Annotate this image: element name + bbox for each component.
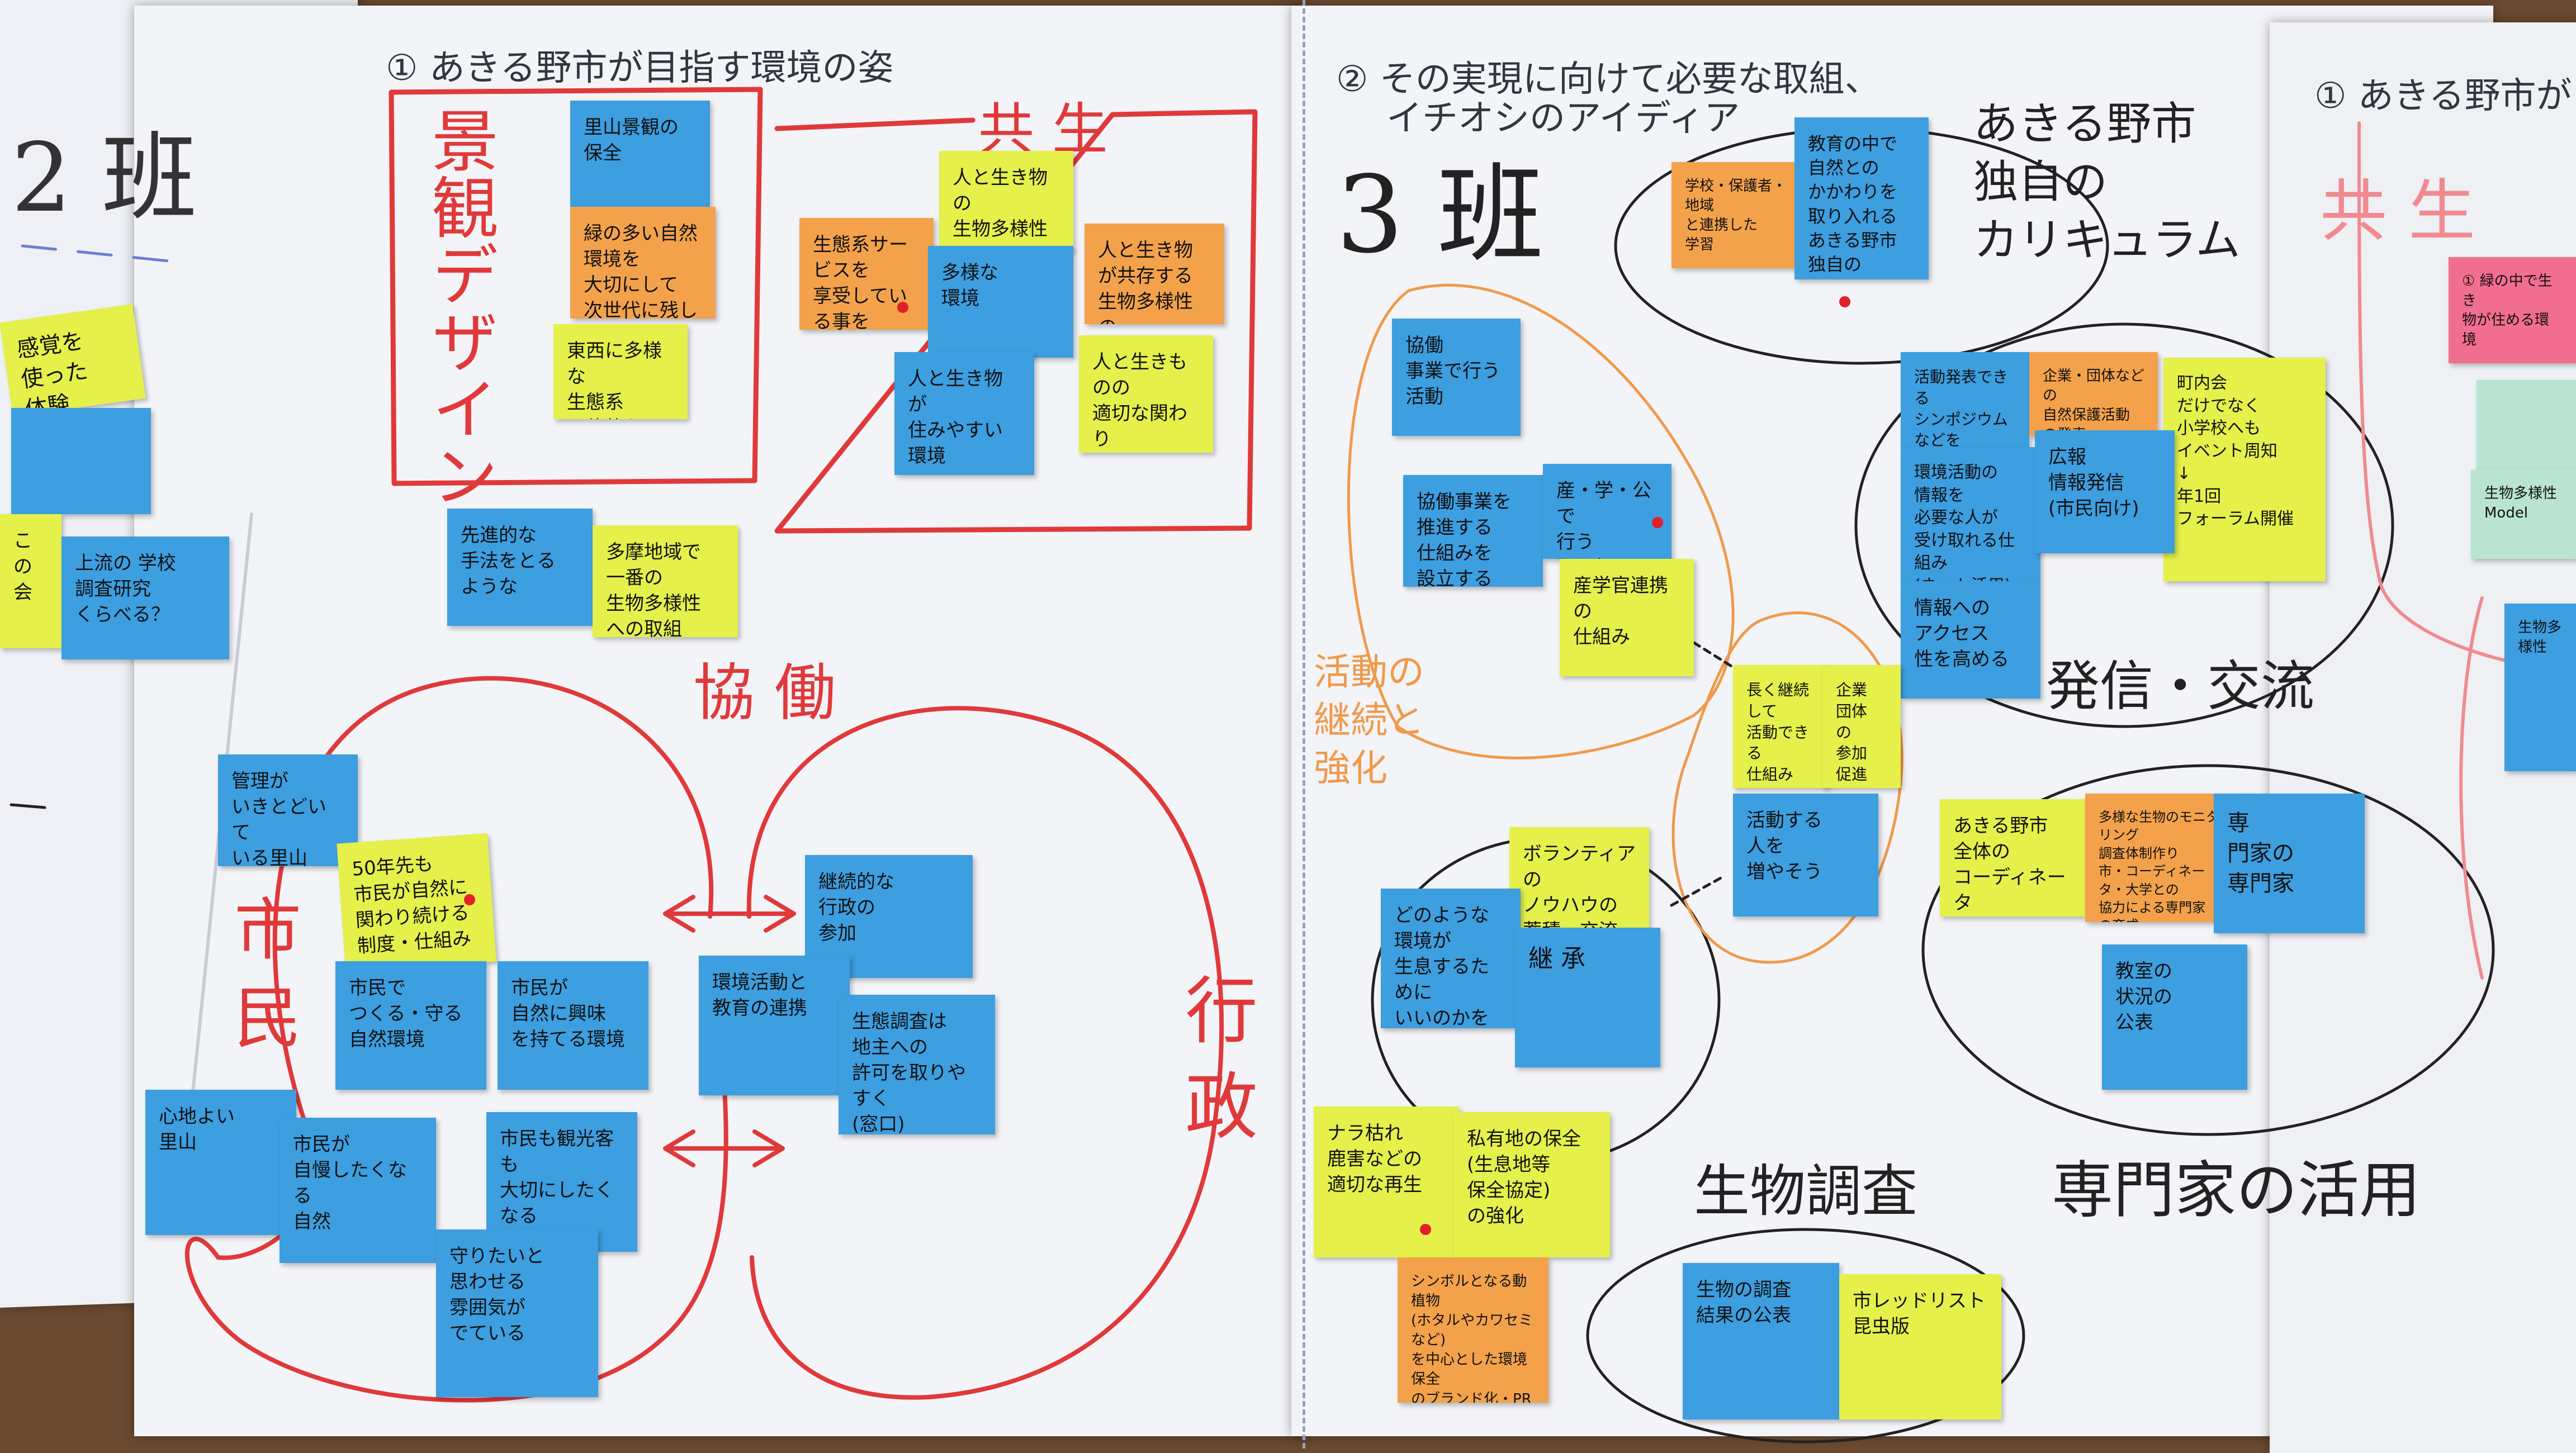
sticky-note: 長く継続して 活動できる 仕組み (1733, 665, 1828, 788)
center-sheet-header: ① あきる野市が目指す環境の姿 (386, 48, 894, 89)
right-sheet-header-line2: イチオシのアイディア (1386, 98, 1740, 139)
label-landscape-design: 景観デザイン (420, 106, 498, 509)
priority-dot (897, 302, 908, 313)
edge-sheet-header: ① あきる野市が (2314, 75, 2572, 117)
sticky-note: 学校・保護者・地域 と連携した 学習 (1671, 162, 1811, 268)
label-curriculum: あきる野市 独自の カリキュラム (1973, 98, 2241, 266)
sticky-note: 多摩地域で 一番の 生物多様性 への取組 (593, 525, 738, 637)
label-outreach: 発信・交流 (2046, 655, 2314, 718)
sticky-note: 教室の 状況の 公表 (2102, 944, 2247, 1090)
sticky-note: 環境活動と 教育の連携 (699, 956, 850, 1095)
sticky-note: 生物の調査 結果の公表 (1683, 1263, 1839, 1419)
sticky-note: シンボルとなる動植物 (ホタルやカワセミなど) を中心とした環境保全 のブランド… (1398, 1257, 1549, 1403)
label-edge-coexist: 共 生 (2320, 173, 2476, 250)
sticky-note: 市民が 自然に興味 を持てる環境 (498, 961, 648, 1090)
sticky-note: ① 緑の中で生き 物が住める環境 (2449, 257, 2576, 363)
sticky-note: 里山景観の 保全 (570, 101, 710, 207)
sticky-note: ボランティアの ノウハウの 蓄積・交流 (1509, 827, 1649, 944)
sticky-note: 東西に多様な 生態系 一体的な 保全・利用 (553, 324, 688, 419)
sticky-note: 心地よい 里山 (145, 1090, 296, 1235)
left-group-number: 2 班 (11, 123, 197, 234)
sticky-note: 教育の中で 自然との かかわりを 取り入れる あきる野市 独自の 自然環境 カリ… (1794, 117, 1929, 279)
sticky-note: 環境活動の 情報を 必要な人が 受け取れる仕組み (ネット活用) (1901, 447, 2040, 581)
sticky-note: 多様な生物のモニタリング 調査体制作り 市・コーディネータ・大学との 協力による… (2085, 794, 2236, 922)
sticky-note: 協働 事業で行う 活動 (1392, 319, 1521, 436)
label-government: 行 政 (1173, 972, 1258, 1141)
sticky-note: 継続的な 行政の 参加 (805, 855, 973, 978)
sticky-note: 先進的な 手法をとる ような (447, 509, 593, 626)
priority-dot (1420, 1224, 1431, 1235)
right-sheet-header-line1: ② その実現に向けて必要な取組、 (1336, 59, 1881, 100)
sticky-note: 生物多様性 (2504, 604, 2576, 771)
sticky-note: 生態調査は 地主への 許可を取りやすく (窓口) (839, 995, 995, 1134)
sticky-note (11, 408, 151, 514)
sticky-note: 人と生き物の 生物多様性 (939, 151, 1073, 251)
sheet-fold-line (1303, 0, 1305, 1449)
priority-dot (1839, 296, 1850, 307)
sticky-note: 活動発表できる シンポジウムなどを 行う (1901, 352, 2029, 447)
sticky-note: 協働事業を 推進する 仕組みを 設立する (1403, 475, 1543, 587)
sticky-note: 市民も観光客も 大切にしたくなる (486, 1112, 637, 1252)
sticky-note: 人と生きものの 適切な関わり 共生 (1079, 335, 1213, 453)
sticky-note: 多様な 環境 (928, 246, 1073, 358)
sticky-note: 企業 団体 の 参加 促進 (1822, 665, 1901, 788)
sticky-note: 緑の多い自然環境を 大切にして 次世代に残したい (570, 207, 716, 319)
sticky-note: ナラ枯れ 鹿害などの 適切な再生 (1314, 1107, 1459, 1257)
label-experts: 専門家の活用 (2052, 1155, 2421, 1226)
sticky-note: あきる野市 全体の コーディネータ (1940, 799, 2085, 917)
label-continuation: 活動の 継続と 強化 (1314, 650, 1424, 790)
label-citizens: 市 民 (222, 894, 300, 1050)
label-cooperation: 協 働 (693, 657, 836, 729)
sticky-note: 管理が いきとどいて いる里山 (218, 754, 358, 866)
priority-dot (1652, 517, 1663, 528)
sticky-note: 市民が 自慢したくなる 自然 (280, 1118, 436, 1263)
sticky-note: どのような環境が 生息するために いいのかを 学びあえる場 話し合う場 (1381, 889, 1521, 1028)
sticky-note: 継 承 (1515, 928, 1660, 1067)
sticky-note: こ の 会 (0, 514, 61, 648)
sticky-note: 人と生き物が共存する 生物多様性の 高い自然 (1085, 224, 1224, 324)
label-biosurvey: 生物調査 (1694, 1158, 1917, 1224)
sticky-note: 生態系サービスを 享受している事を 生活の中で 実感できる (799, 218, 934, 330)
priority-dot (464, 894, 475, 905)
sticky-note: 情報への アクセス 性を高める (1901, 581, 2040, 699)
right-group-number: 3 班 (1336, 153, 1544, 277)
sticky-note: 企業・団体などの 自然保護活動 の発表 (2029, 352, 2158, 436)
sticky-note: 守りたいと 思わせる 雰囲気が でている (436, 1229, 598, 1397)
sticky-note: 町内会 だけでなく 小学校へも イベント周知 ↓ 年1回 フォーラム開催 (2163, 358, 2326, 581)
sticky-note: 市レッドリスト 昆虫版 (1839, 1274, 2001, 1419)
sticky-note: 活動する 人を 増やそう (1733, 794, 1878, 917)
sticky-note: 専 門家の 専門家 (2214, 794, 2365, 933)
sticky-note: 産・学・公で 行う 取り組み (1543, 464, 1671, 559)
sticky-note: 市民で つくる・守る 自然環境 (335, 961, 486, 1090)
sticky-note: 産学官連携の 仕組み (1560, 559, 1694, 676)
sticky-note: 私有地の保全 (生息地等 保全協定) の強化 (1453, 1112, 1610, 1257)
sticky-note (2476, 380, 2576, 469)
sticky-note: 広報 情報発信 (市民向け) (2035, 430, 2175, 553)
sticky-note: 人と生き物が 住みやすい 環境 (894, 352, 1034, 475)
sticky-note: 生物多様性 Model (2471, 469, 2576, 559)
sticky-note: 感覚を 使った 体験 (0, 304, 146, 417)
sticky-note: 上流の 学校 調査研究 くらべる？ (61, 536, 229, 659)
